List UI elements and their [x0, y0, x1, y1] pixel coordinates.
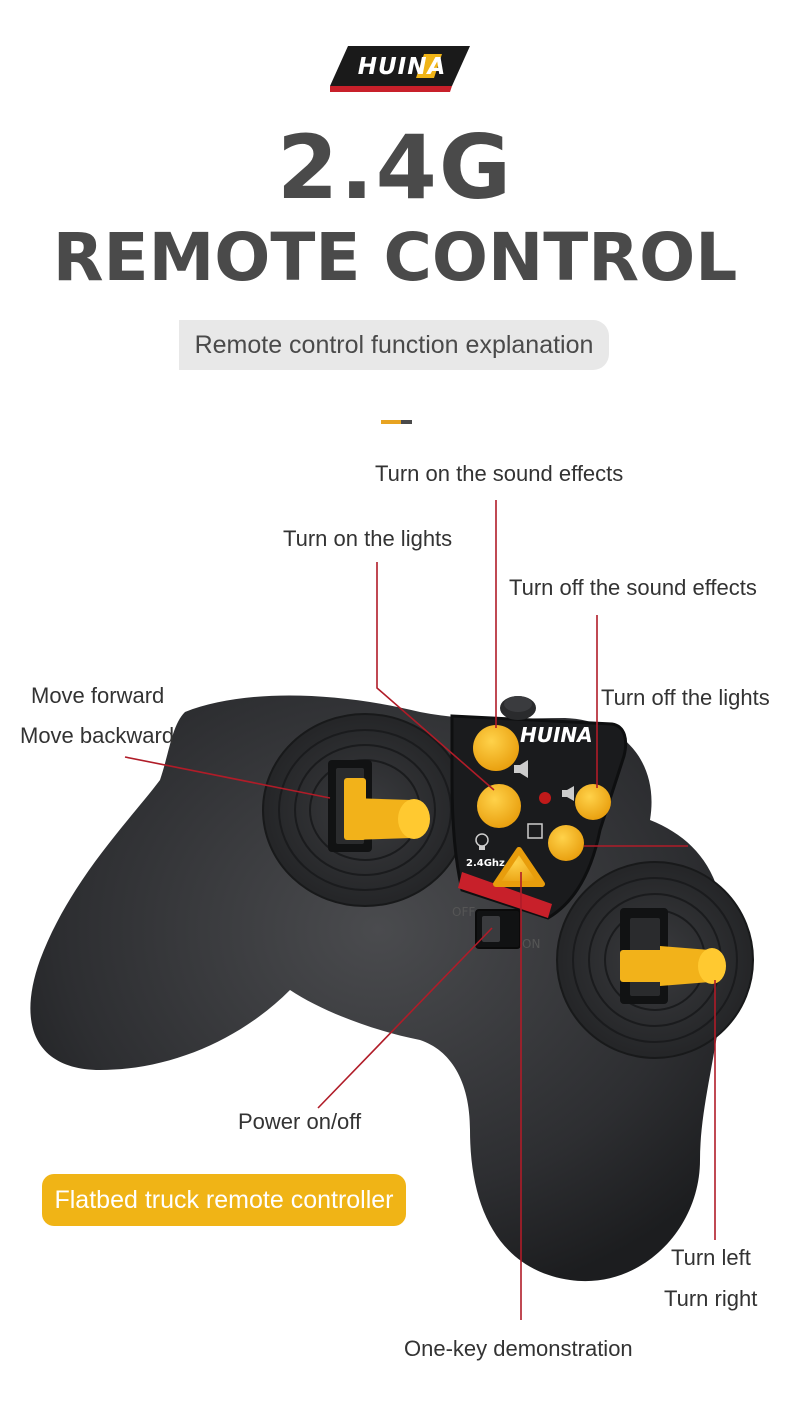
subtitle-background: [179, 320, 609, 370]
page-title: 2.4G: [276, 116, 514, 219]
leader-lights-on: [376, 562, 495, 791]
callout-turn-right: Turn right: [664, 1286, 758, 1311]
sound-on-button[interactable]: [473, 725, 519, 771]
callout-sound-off: Turn off the sound effects: [509, 575, 757, 600]
speaker-icon: [514, 760, 528, 778]
left-joystick-lever[interactable]: [328, 760, 430, 852]
subtitle: Remote control function explanation: [194, 331, 594, 359]
callout-move-forward: Move forward: [31, 683, 165, 708]
lights-on-button[interactable]: [477, 784, 521, 828]
leader-move: [124, 756, 331, 799]
leader-power: [317, 927, 493, 1109]
callout-power: Power on/off: [238, 1109, 362, 1134]
controller-brand-text: HUINA: [520, 723, 593, 747]
divider-accent: [381, 420, 401, 424]
chip-icon: [527, 823, 543, 839]
callout-leaders: [124, 500, 716, 1320]
callout-demo: One-key demonstration: [404, 1336, 633, 1361]
switch-on-label: ON: [522, 937, 540, 951]
speaker-muted-icon: [562, 786, 574, 801]
divider-accent-dark: [401, 420, 412, 424]
sound-off-button[interactable]: [575, 784, 611, 820]
callout-sound-on: Turn on the sound effects: [375, 461, 624, 486]
brand-logo: [330, 46, 470, 92]
page-title-secondary: REMOTE CONTROL: [52, 219, 738, 296]
lights-off-button[interactable]: [548, 825, 584, 861]
demo-button[interactable]: [493, 847, 545, 887]
callout-lights-off: Turn off the lights: [601, 685, 770, 710]
lightbulb-icon: [475, 833, 489, 850]
callout-lights-on: Turn on the lights: [283, 526, 453, 551]
product-badge-text: Flatbed truck remote controller: [54, 1186, 394, 1214]
callout-move-backward: Move backward: [20, 723, 175, 748]
frequency-label: 2.4Ghz: [466, 858, 505, 869]
antenna-knob: [500, 696, 536, 720]
switch-off-label: OFF: [452, 905, 475, 919]
right-joystick-lever[interactable]: [620, 908, 726, 1004]
power-indicator-led: [539, 792, 551, 804]
brand-logo-text: HUINA: [357, 54, 447, 80]
power-switch[interactable]: [475, 909, 521, 949]
product-badge: [42, 1174, 406, 1226]
callout-turn-left: Turn left: [671, 1245, 751, 1270]
